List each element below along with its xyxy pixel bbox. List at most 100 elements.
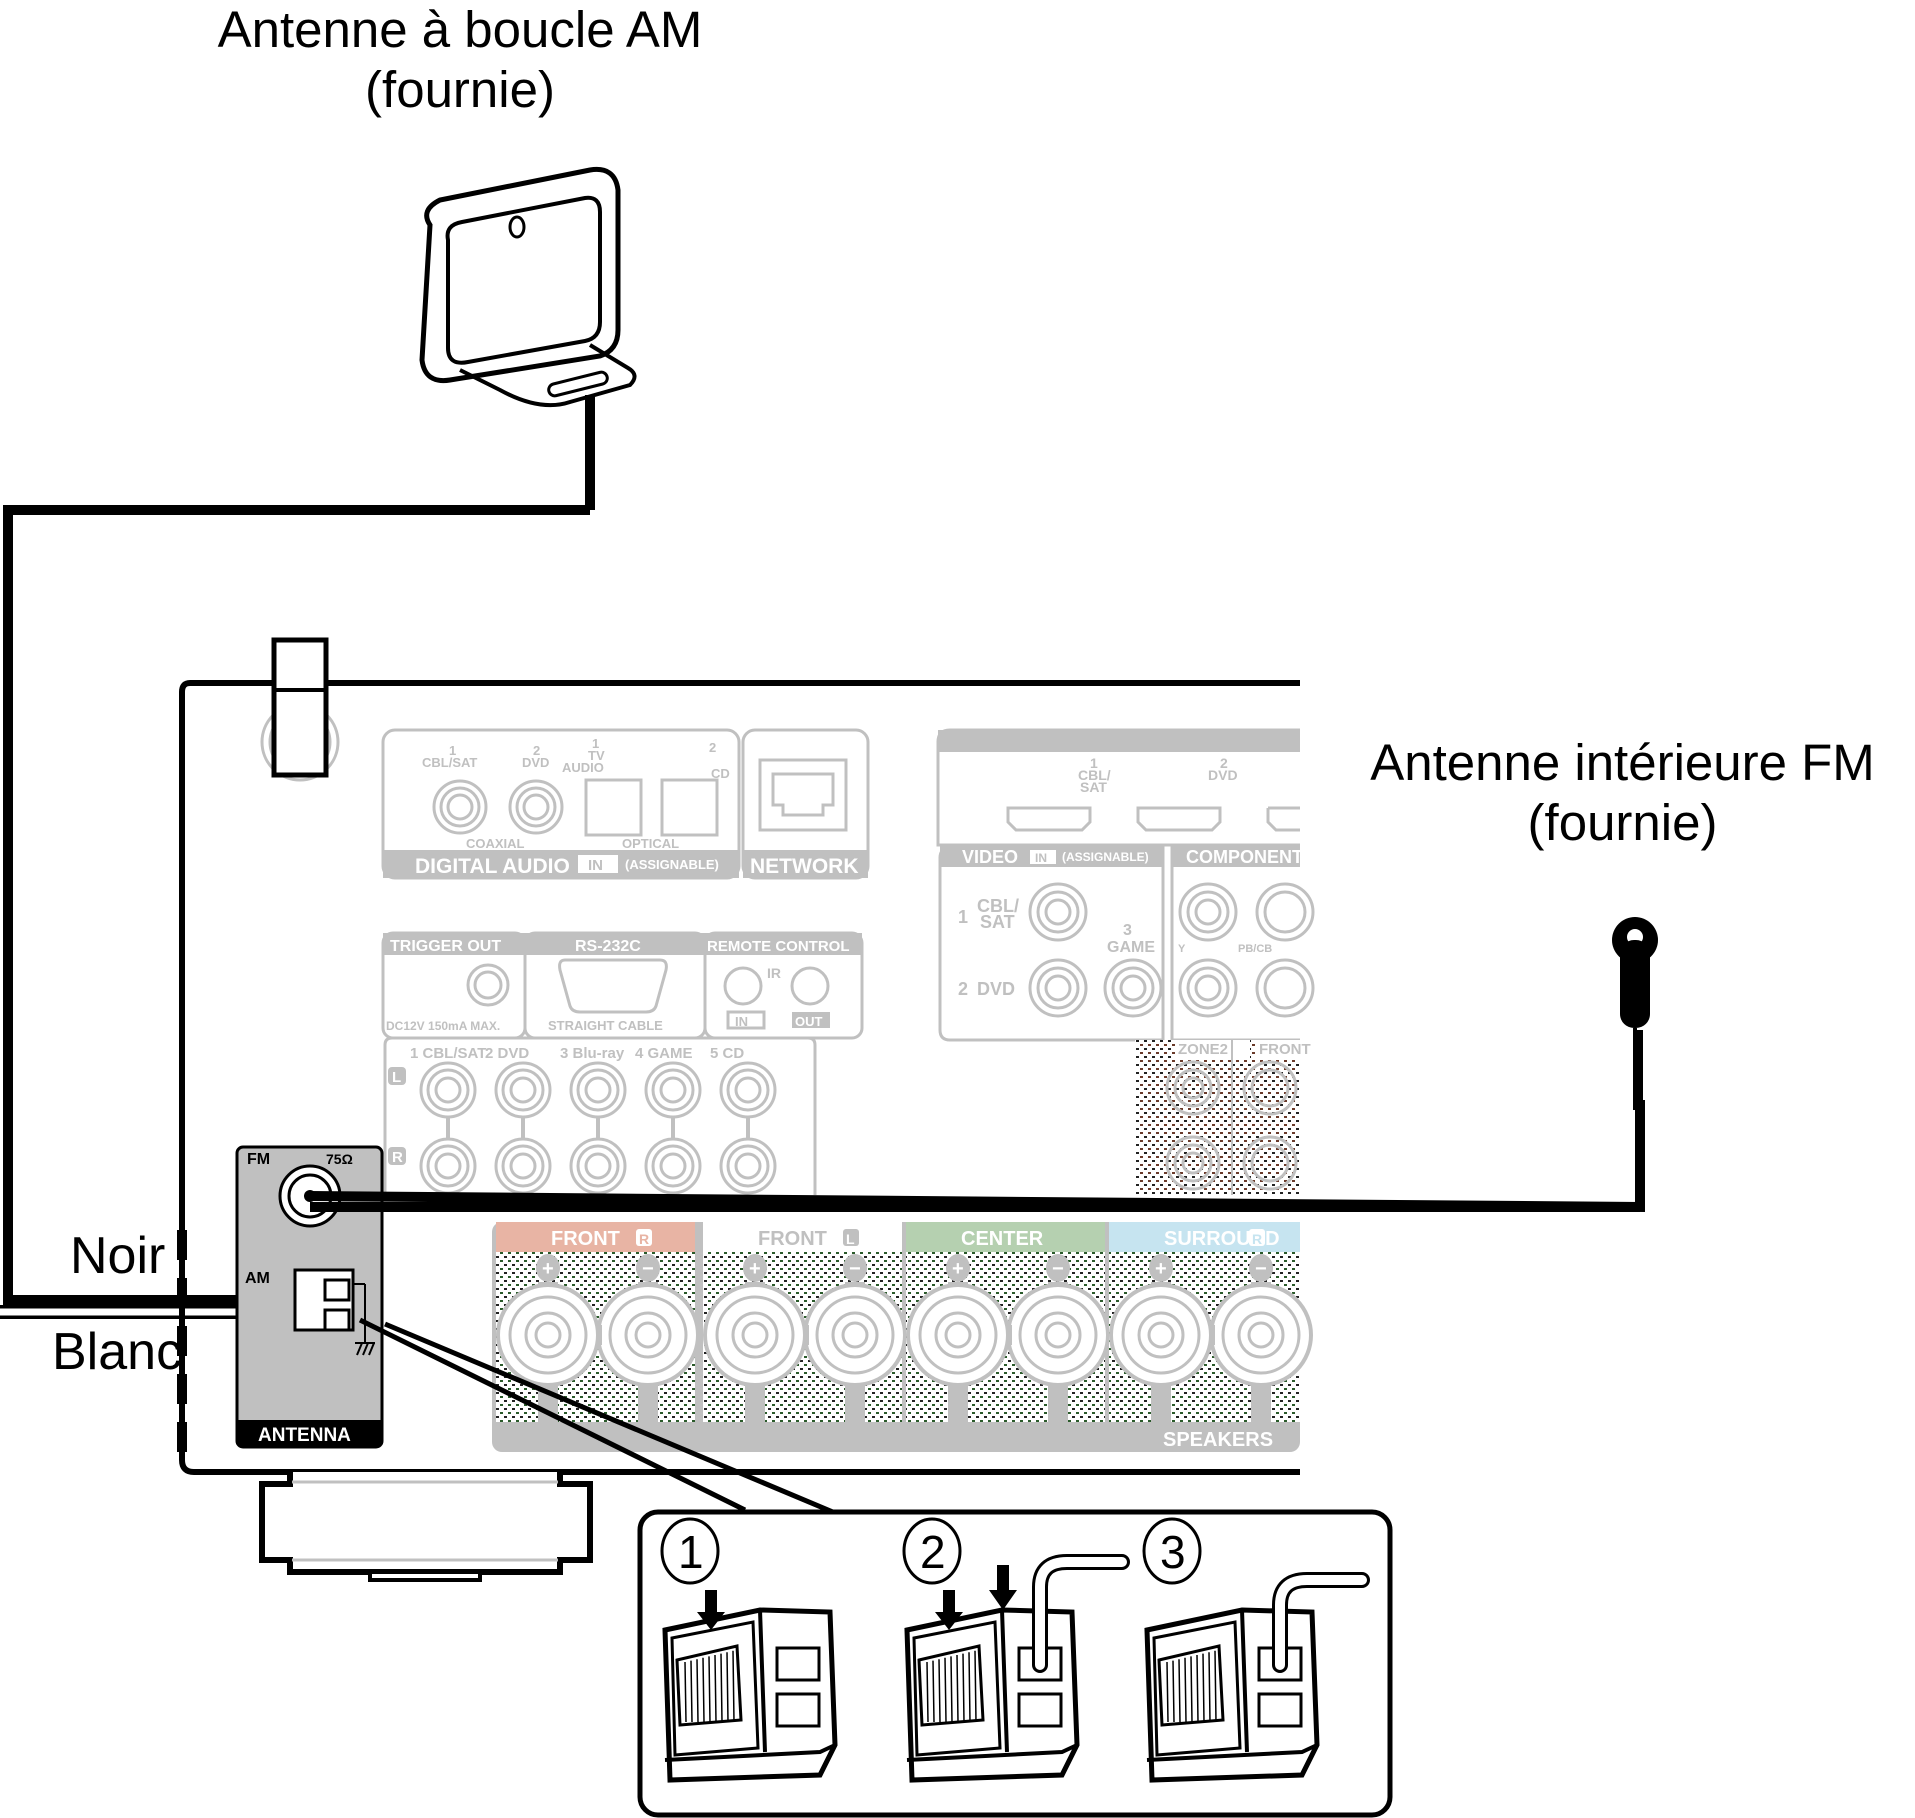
speaker-binding-post: − [803, 1254, 907, 1432]
am-loop-antenna-caption: Antenne à boucle AM (fournie) [160, 0, 760, 120]
speaker-binding-post: − [596, 1254, 700, 1432]
hdmi-1-label2: SAT [1080, 779, 1107, 795]
speaker-channel-label: CENTER [961, 1228, 1044, 1250]
receiver-rear-panel [177, 680, 1300, 1582]
video-1-label1: CBL/ [977, 896, 1019, 916]
optical-1-label2: AUDIO [562, 760, 604, 775]
rs232c-section: RS-232C STRAIGHT CABLE [523, 931, 707, 1040]
video-3-label1: GAME [1107, 939, 1155, 956]
optical-jack [660, 778, 719, 837]
video-jack [1028, 882, 1088, 942]
analog-right-label: R [392, 1149, 403, 1166]
video-2-num: 2 [958, 979, 968, 999]
analog-left-label: L [392, 1069, 401, 1086]
am-caption-line1: Antenne à boucle AM [217, 1, 703, 58]
optical-jack [584, 778, 643, 837]
down-arrow-icon [697, 1590, 725, 1630]
black-wire-label: Noir [70, 1227, 166, 1285]
component-section: COMPONENT Y PB/CB [1170, 845, 1315, 1042]
component-y-label: Y [1178, 943, 1186, 955]
svg-text:−: − [849, 1258, 861, 1280]
am-caption-line2: (fournie) [365, 61, 555, 118]
hdmi-port [1006, 806, 1092, 832]
rs232c-note: STRAIGHT CABLE [548, 1018, 663, 1033]
remote-out-label: OUT [795, 1014, 823, 1029]
digital-audio-assignable: (ASSIGNABLE) [625, 857, 719, 872]
remote-ir-label: IR [767, 965, 781, 981]
down-arrow-icon [989, 1565, 1017, 1610]
ground-icon [355, 1342, 375, 1356]
antenna-title: ANTENNA [258, 1425, 351, 1446]
optical-1-num: 1 [592, 736, 599, 751]
network-title: NETWORK [750, 855, 859, 878]
speaker-binding-post: − [1209, 1254, 1313, 1432]
video-1-num: 1 [958, 907, 968, 927]
fm-antenna-cable [309, 1030, 1645, 1213]
fm-caption-line1: Antenne intérieure FM [1370, 734, 1875, 791]
coax-1-num: 1 [449, 743, 456, 758]
terminal-lever [917, 1644, 985, 1727]
preout-jack [1165, 1135, 1221, 1191]
svg-text:−: − [1255, 1258, 1267, 1280]
coax-2-num: 2 [533, 743, 540, 758]
speaker-binding-post: + [1109, 1254, 1213, 1432]
speakers-title: SPEAKERS [1163, 1429, 1273, 1451]
zone2-label: ZONE2 [1178, 1041, 1228, 1058]
component-pb-label: PB/CB [1238, 943, 1272, 955]
component-jack [1255, 958, 1315, 1018]
speaker-channel-label: FRONT [551, 1228, 620, 1250]
analog-input-label: 5 CD [710, 1045, 744, 1062]
step-number: 1 [678, 1526, 704, 1578]
fm-indoor-antenna-caption: Antenne intérieure FM (fournie) [1330, 733, 1915, 853]
speaker-side-label: R [1252, 1231, 1262, 1247]
trigger-out-spec: DC12V 150mA MAX. [386, 1019, 500, 1033]
terminal-hole [1257, 1692, 1303, 1728]
optical-2-label2: CD [711, 766, 730, 781]
analog-input-label: 4 GAME [635, 1045, 693, 1062]
fm-caption-line2: (fournie) [1527, 794, 1718, 851]
ethernet-port [758, 758, 848, 832]
remote-in-label: IN [735, 1014, 748, 1029]
rca-jack [494, 1061, 552, 1119]
analog-input-label: 3 Blu-ray [560, 1045, 625, 1062]
rca-jack [719, 1061, 777, 1119]
step-number-circle [902, 1517, 962, 1585]
terminal-hole [1017, 1692, 1063, 1728]
step-1: 1 [660, 1517, 838, 1783]
am-loop-antenna-icon [419, 166, 637, 510]
video-2-label1: DVD [977, 979, 1015, 999]
hdmi-1-label1: CBL/ [1078, 767, 1111, 783]
video-in-section: VIDEO IN (ASSIGNABLE) 1 CBL/ SAT 2 DVD 3… [938, 845, 1165, 1042]
video-in-badge: IN [1035, 851, 1047, 865]
trigger-out-section: TRIGGER OUT DC12V 150mA MAX. [381, 931, 527, 1040]
wireless-antenna-stub [260, 637, 340, 782]
step-number-circle [660, 1517, 720, 1585]
step-number-circle [1142, 1517, 1202, 1585]
rca-jack [419, 1137, 477, 1195]
digital-audio-in-badge: IN [588, 857, 603, 874]
video-1-label2: SAT [980, 912, 1015, 932]
component-jack [1255, 882, 1315, 942]
coaxial-jack [432, 779, 488, 835]
am-push-terminal[interactable] [293, 1268, 375, 1356]
fm-terminal-label: FM [247, 1151, 270, 1168]
preout-jack [1242, 1060, 1298, 1116]
preout-jack [1242, 1135, 1298, 1191]
step-number: 3 [1160, 1526, 1186, 1578]
speaker-binding-post: − [1006, 1254, 1110, 1432]
rca-jack [419, 1061, 477, 1119]
hdmi-2-label1: DVD [1208, 767, 1238, 783]
svg-text:−: − [1052, 1258, 1064, 1280]
analog-input-label: 1 CBL/SAT [410, 1045, 486, 1062]
hdmi-port [1136, 806, 1222, 832]
coaxial-jack [508, 779, 564, 835]
video-assignable: (ASSIGNABLE) [1062, 850, 1149, 864]
optical-label: OPTICAL [622, 836, 679, 851]
down-arrow-icon [935, 1590, 963, 1630]
rca-jack [644, 1137, 702, 1195]
coax-1-label: CBL/SAT [422, 755, 477, 770]
